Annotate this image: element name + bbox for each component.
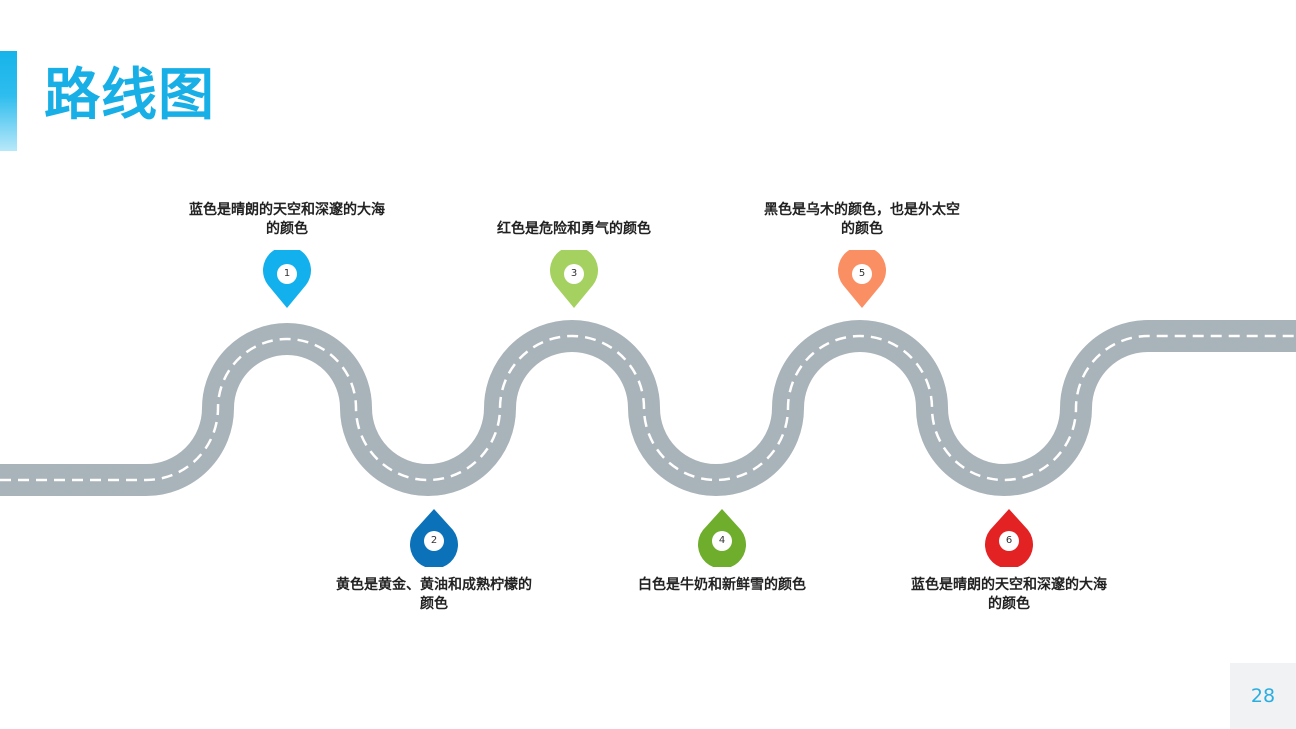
milestone-1-pin: 1 xyxy=(263,250,311,310)
milestone-3-caption: 红色是危险和勇气的颜色 xyxy=(497,221,651,237)
milestone-5-pin: 5 xyxy=(838,250,886,310)
milestone-4-number: 4 xyxy=(718,535,726,546)
milestone-5-caption: 黑色是乌木的颜色，也是外太空的颜色 xyxy=(764,202,960,237)
road-center-line xyxy=(0,334,1296,482)
map-pin-icon xyxy=(838,250,886,308)
title-accent-bar xyxy=(0,51,17,151)
map-pin-icon xyxy=(263,250,311,308)
milestone-1-number: 1 xyxy=(283,268,291,279)
page-number-box: 28 xyxy=(1230,663,1296,729)
milestone-6-pin: 6 xyxy=(985,507,1033,567)
milestone-4-pin: 4 xyxy=(698,507,746,567)
milestone-2-number: 2 xyxy=(430,535,438,546)
milestone-6-number: 6 xyxy=(1005,535,1013,546)
road-surface xyxy=(0,320,1296,496)
map-pin-icon xyxy=(410,509,458,567)
milestone-5-number: 5 xyxy=(858,268,866,279)
milestone-2-caption: 黄色是黄金、黄油和成熟柠檬的颜色 xyxy=(336,577,532,612)
map-pin-icon xyxy=(550,250,598,308)
milestone-2-pin: 2 xyxy=(410,507,458,567)
milestone-3-number: 3 xyxy=(570,268,578,279)
milestone-1-caption: 蓝色是晴朗的天空和深邃的大海的颜色 xyxy=(189,202,385,237)
milestone-4-caption: 白色是牛奶和新鲜雪的颜色 xyxy=(638,577,806,593)
map-pin-icon xyxy=(985,509,1033,567)
page-number: 28 xyxy=(1250,685,1276,707)
map-pin-icon xyxy=(698,509,746,567)
milestone-6-caption: 蓝色是晴朗的天空和深邃的大海的颜色 xyxy=(911,577,1107,612)
milestone-3-pin: 3 xyxy=(550,250,598,310)
page-title: 路线图 xyxy=(44,63,215,128)
